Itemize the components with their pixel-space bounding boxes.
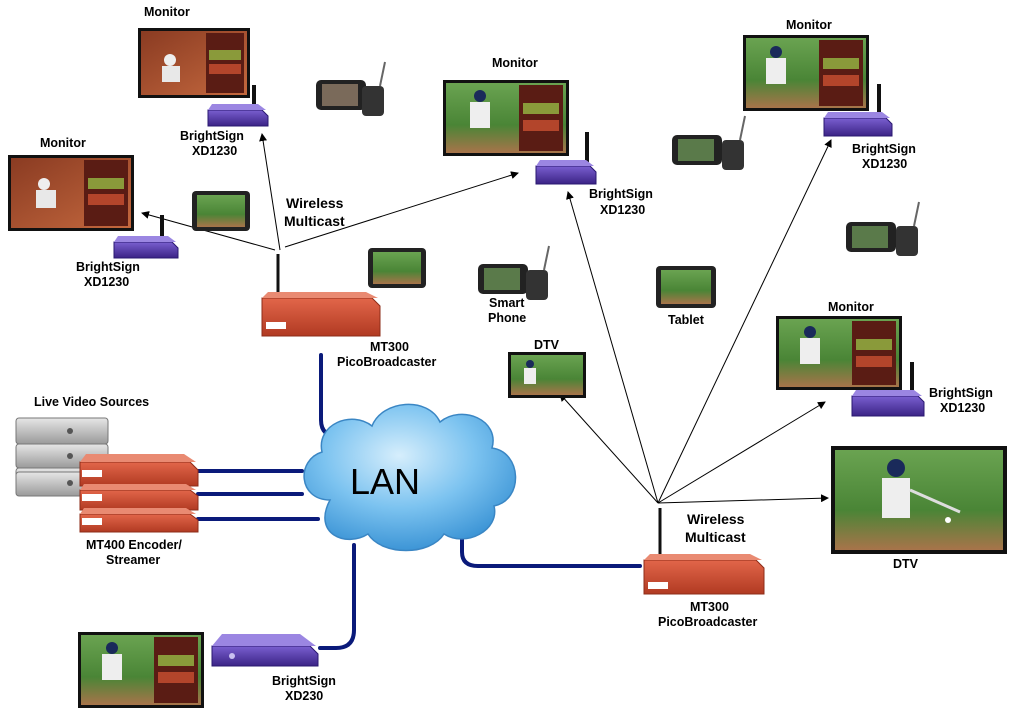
monitor-top-screen bbox=[138, 28, 250, 98]
lan-cloud bbox=[303, 403, 517, 552]
arrow-to-large-dtv bbox=[657, 494, 829, 504]
tablet-center-left bbox=[368, 248, 426, 288]
wireless-left-line2: Multicast bbox=[284, 213, 345, 229]
monitor-left-screen bbox=[8, 155, 134, 231]
monitor-bottom-screen bbox=[78, 632, 204, 708]
mt300-left-broadcaster bbox=[261, 254, 381, 337]
lan-label: LAN bbox=[350, 461, 421, 502]
dtv-small-label: DTV bbox=[534, 338, 559, 352]
wireless-left-line1: Wireless bbox=[286, 195, 344, 211]
brightsign-player-left bbox=[113, 215, 179, 259]
brightsign-right-top-name: BrightSign bbox=[852, 142, 916, 156]
monitor-top-label: Monitor bbox=[144, 5, 190, 19]
arrow-to-right-top-player bbox=[657, 139, 832, 504]
monitor-right-mid-screen bbox=[776, 316, 902, 390]
mt300-right-label-line2: PicoBroadcaster bbox=[658, 615, 758, 629]
smartphone-right-mid bbox=[846, 201, 920, 256]
tablet-label: Tablet bbox=[668, 313, 704, 327]
encoder-unit-2 bbox=[79, 484, 199, 511]
brightsign-top-name: BrightSign bbox=[180, 129, 244, 143]
brightsign-player-right-mid bbox=[851, 362, 925, 417]
dtv-small-screen bbox=[508, 352, 586, 398]
smartphone-center bbox=[478, 245, 550, 300]
encoder-unit-1 bbox=[79, 454, 199, 487]
brightsign-player-top bbox=[207, 85, 269, 127]
cable-xd230 bbox=[318, 543, 356, 650]
arrow-to-center-player bbox=[566, 191, 659, 504]
mt300-left-label-line2: PicoBroadcaster bbox=[337, 355, 437, 369]
live-video-sources-label: Live Video Sources bbox=[34, 395, 150, 409]
mt400-encoder-stack bbox=[79, 454, 199, 533]
brightsign-xd230-name: BrightSign bbox=[272, 674, 336, 688]
wireless-arrows bbox=[141, 133, 832, 504]
wireless-right-line2: Multicast bbox=[685, 529, 746, 545]
wireless-right-line1: Wireless bbox=[687, 511, 745, 527]
brightsign-center-name: BrightSign bbox=[589, 187, 653, 201]
encoder-unit-3 bbox=[79, 508, 199, 533]
mt300-right-broadcaster bbox=[643, 508, 765, 595]
brightsign-left-name: BrightSign bbox=[76, 260, 140, 274]
brightsign-center-model: XD1230 bbox=[600, 203, 646, 217]
brightsign-left-model: XD1230 bbox=[84, 275, 130, 289]
brightsign-player-center bbox=[535, 132, 597, 185]
tablet-center bbox=[656, 266, 716, 308]
brightsign-xd230-model: XD230 bbox=[285, 689, 324, 703]
smartphone-top-left bbox=[316, 61, 386, 116]
mt400-label-line1: MT400 Encoder/ bbox=[86, 538, 182, 552]
brightsign-right-top-model: XD1230 bbox=[862, 157, 908, 171]
arrow-to-left-monitor bbox=[141, 211, 276, 251]
monitor-center-screen bbox=[443, 80, 569, 156]
smartphone-label-line1: Smart bbox=[489, 296, 525, 310]
monitor-right-top-label: Monitor bbox=[786, 18, 832, 32]
arrow-to-center-monitor bbox=[284, 171, 519, 248]
arrow-to-small-dtv bbox=[559, 393, 659, 504]
smartphone-right-top bbox=[672, 115, 746, 170]
brightsign-player-right-top bbox=[823, 84, 893, 137]
smartphone-label-line2: Phone bbox=[488, 311, 527, 325]
brightsign-player-xd230 bbox=[211, 634, 319, 667]
mt300-right-label-line1: MT300 bbox=[690, 600, 729, 614]
monitor-right-mid-label: Monitor bbox=[828, 300, 874, 314]
dtv-large-screen bbox=[831, 446, 1007, 554]
monitor-left-label: Monitor bbox=[40, 136, 86, 150]
cable-mt300-right bbox=[460, 518, 642, 568]
brightsign-right-mid-name: BrightSign bbox=[929, 386, 993, 400]
brightsign-top-model: XD1230 bbox=[192, 144, 238, 158]
tablet-left bbox=[192, 191, 250, 231]
arrow-to-top-monitor bbox=[259, 133, 281, 251]
arrow-to-right-mid-player bbox=[657, 401, 826, 504]
brightsign-right-mid-model: XD1230 bbox=[940, 401, 986, 415]
mt400-label-line2: Streamer bbox=[106, 553, 161, 567]
monitor-center-label: Monitor bbox=[492, 56, 538, 70]
monitor-right-top-screen bbox=[743, 35, 869, 111]
dtv-large-label: DTV bbox=[893, 557, 918, 571]
mt300-left-label-line1: MT300 bbox=[370, 340, 409, 354]
